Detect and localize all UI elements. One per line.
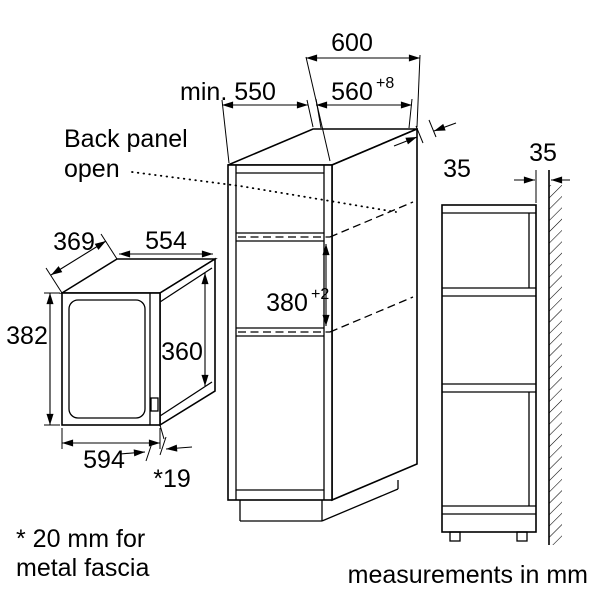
units-note: measurements in mm	[348, 561, 588, 589]
cabinet-side-view	[441, 204, 537, 542]
wall-hatching	[549, 185, 562, 545]
dim-fascia-depth-19: *19	[119, 424, 193, 493]
dim-oven-front-width-594: 594	[61, 428, 161, 474]
cabinet-shelves	[236, 232, 324, 337]
dim-label-600: 600	[331, 29, 373, 57]
footnote-line1: * 20 mm for	[16, 525, 145, 553]
dim-label-594: 594	[83, 446, 125, 474]
back-panel-opening-dashed	[238, 201, 414, 333]
dim-oven-body-width-554: 554	[119, 227, 213, 258]
dim-niche-height-380: 380 +2	[266, 244, 330, 326]
oven-door-button	[150, 397, 159, 412]
dim-oven-body-height-360: 360	[161, 273, 209, 386]
back-panel-label-line1: Back panel	[64, 125, 188, 153]
dim-label-382: 382	[6, 322, 48, 350]
dim-cabinet-depth-600: 600	[305, 29, 421, 162]
dim-oven-front-height-382: 382	[6, 292, 60, 426]
annotations: Back panel open * 20 mm for metal fascia…	[16, 125, 588, 589]
footnote-line2: metal fascia	[16, 554, 149, 582]
dim-label-560: 560	[331, 78, 373, 106]
side-view-foot-left	[449, 531, 461, 542]
dim-label-min-550: min. 550	[180, 78, 276, 106]
cabinet-right-face	[331, 127, 418, 502]
cabinet-plinth	[239, 480, 399, 522]
wall-section	[548, 170, 562, 545]
dim-oven-depth-369: 369	[45, 228, 118, 294]
cabinet-front-frame	[235, 165, 325, 500]
dim-label-380-tolerance: +2	[311, 286, 329, 303]
dim-label-35-wall: 35	[529, 139, 557, 167]
oven-3d-view	[59, 257, 218, 427]
side-view-panels	[442, 212, 536, 515]
side-view-foot-right	[516, 531, 528, 542]
side-view-outline	[441, 204, 537, 533]
dim-label-360: 360	[161, 338, 203, 366]
dim-wall-clearance-35: 35	[514, 139, 570, 203]
dim-min-depth-550: min. 550	[180, 78, 314, 164]
back-panel-leader-dotted	[131, 171, 397, 213]
oven-front-face	[61, 292, 161, 426]
cabinet-3d-view	[227, 127, 418, 522]
dim-label-19: *19	[153, 465, 191, 493]
dim-niche-width-560: 560 +8	[315, 75, 413, 129]
oven-door	[68, 299, 146, 419]
dim-label-380: 380	[266, 289, 308, 317]
dim-label-369: 369	[53, 228, 95, 256]
dim-label-554: 554	[145, 227, 187, 255]
dim-label-560-tolerance: +8	[376, 75, 394, 92]
back-panel-label-line2: open	[64, 155, 120, 183]
dim-rear-top-clearance-35: 35	[393, 119, 471, 183]
dim-label-35-rear: 35	[443, 155, 471, 183]
